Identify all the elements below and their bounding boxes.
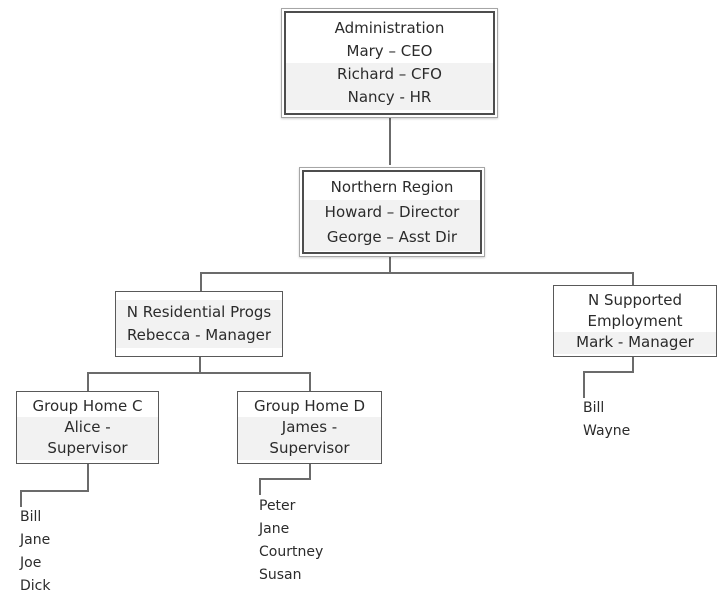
connector-northern-region-bus <box>200 272 634 274</box>
connector-bus-to-group-home-d <box>309 372 311 391</box>
connector-n-residential-progs-stem <box>199 357 201 374</box>
staff-name: Jane <box>20 532 51 548</box>
node-group-home-d[interactable]: Group Home D James - Supervisor <box>237 391 382 464</box>
connector-n-supported-employment-elbow <box>583 371 634 373</box>
connector-administration-to-northern-region <box>389 117 391 165</box>
connector-group-homes-bus <box>87 372 311 374</box>
staff-name: Joe <box>20 555 42 571</box>
node-administration-line-4: Nancy - HR <box>286 86 493 110</box>
connector-n-supported-employment-stem <box>632 357 634 373</box>
connector-bus-to-n-supported-employment <box>632 272 634 285</box>
node-group-home-c-line-2: Alice - <box>17 417 158 438</box>
connector-northern-region-stem <box>389 257 391 274</box>
node-administration-line-2: Mary – CEO <box>286 40 493 63</box>
connector-group-home-d-elbow <box>259 478 311 480</box>
node-n-supported-employment-line-3: Mark - Manager <box>554 331 716 354</box>
node-group-home-c-line-3: Supervisor <box>17 438 158 460</box>
node-n-supported-employment[interactable]: N Supported Employment Mark - Manager <box>553 285 717 357</box>
staff-name: Bill <box>20 509 42 525</box>
connector-group-home-d-drop <box>259 478 261 495</box>
staff-list-group-home-c: Bill Jane Joe Dick <box>20 510 50 593</box>
staff-name: Peter <box>259 498 296 514</box>
connector-n-supported-employment-drop <box>583 371 585 398</box>
connector-bus-to-n-residential-progs <box>200 272 202 292</box>
staff-name: Jane <box>259 521 290 537</box>
staff-name: Bill <box>583 400 605 416</box>
node-administration[interactable]: Administration Mary – CEO Richard – CFO … <box>281 8 498 118</box>
connector-group-home-c-stem <box>87 464 89 492</box>
staff-list-group-home-d: Peter Jane Courtney Susan <box>259 499 323 582</box>
staff-name: Dick <box>20 578 51 594</box>
connector-group-home-d-stem <box>309 464 311 480</box>
staff-name: Susan <box>259 567 302 583</box>
node-group-home-d-line-1: Group Home D <box>238 395 381 417</box>
node-northern-region-line-1: Northern Region <box>304 173 480 200</box>
connector-group-home-c-elbow <box>20 490 89 492</box>
staff-list-n-supported-employment: Bill Wayne <box>583 401 630 438</box>
staff-name: Wayne <box>583 423 631 439</box>
node-administration-line-1: Administration <box>286 16 493 40</box>
node-n-residential-progs-line-1: N Residential Progs <box>116 300 282 324</box>
staff-name: Courtney <box>259 544 324 560</box>
node-northern-region-line-3: George – Asst Dir <box>304 224 480 251</box>
node-group-home-d-line-2: James - <box>238 417 381 438</box>
node-northern-region-line-2: Howard – Director <box>304 199 480 225</box>
connector-group-home-c-drop <box>20 490 22 507</box>
connector-bus-to-group-home-c <box>87 372 89 391</box>
node-n-supported-employment-line-1: N Supported <box>554 288 716 311</box>
node-northern-region[interactable]: Northern Region Howard – Director George… <box>299 167 485 257</box>
node-n-residential-progs[interactable]: N Residential Progs Rebecca - Manager <box>115 291 283 357</box>
node-group-home-c[interactable]: Group Home C Alice - Supervisor <box>16 391 159 464</box>
node-group-home-d-line-3: Supervisor <box>238 438 381 460</box>
node-group-home-c-line-1: Group Home C <box>17 395 158 417</box>
node-n-residential-progs-line-2: Rebecca - Manager <box>116 324 282 348</box>
node-n-supported-employment-line-2: Employment <box>554 310 716 332</box>
node-administration-line-3: Richard – CFO <box>286 63 493 86</box>
